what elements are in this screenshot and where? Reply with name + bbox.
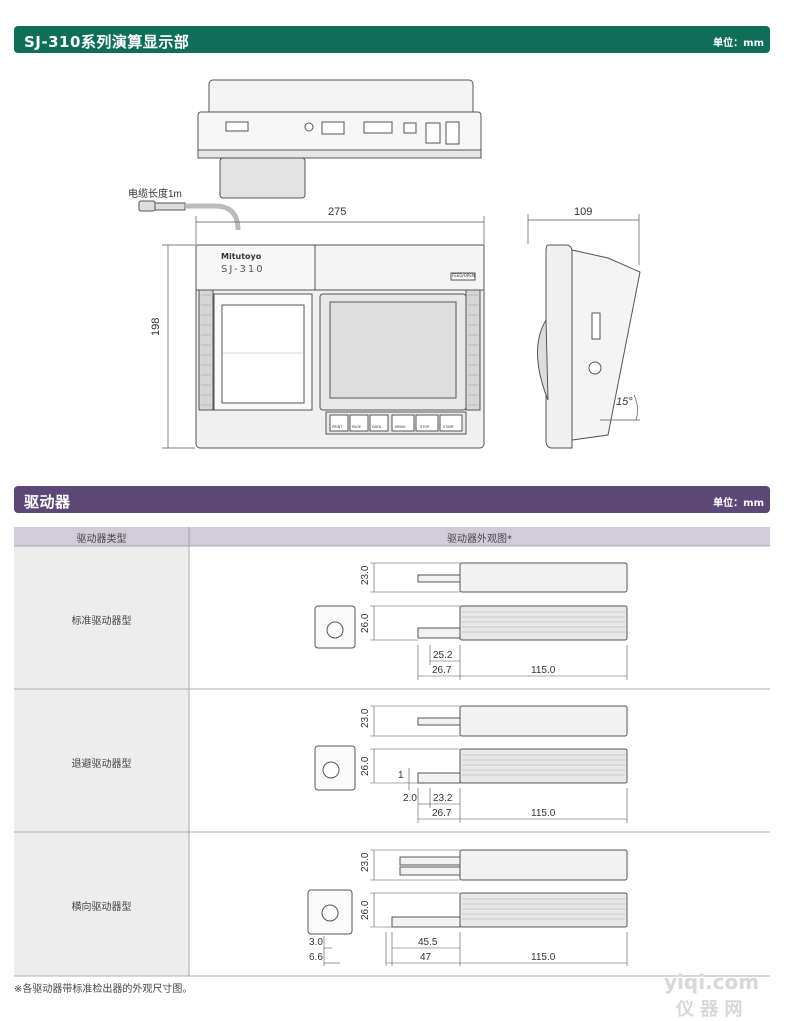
section-header-display-unit: SJ-310系列演算显示部 单位：mm [14, 26, 770, 53]
drive-unit-table [14, 527, 770, 977]
dim-length: 115.0 [531, 952, 556, 963]
dim-b: 26.7 [432, 665, 452, 676]
dim-height-top: 23.0 [360, 565, 371, 585]
dim-b: 47 [420, 952, 432, 963]
dim-f: 6.6 [309, 952, 323, 963]
dim-a: 45.5 [418, 937, 438, 948]
row-type-transverse: 横向驱动器型 [71, 902, 132, 913]
footnote: ※各驱动器带标准检出器的外观尺寸图。 [14, 984, 193, 995]
unit-label: 单位：mm [713, 38, 764, 49]
height-dimension: 198 [150, 317, 162, 336]
transverse-drive-drawing [307, 849, 628, 935]
dim-height-top: 23.0 [360, 708, 371, 728]
section-header-drive-unit: 驱动器 单位：mm [14, 486, 770, 513]
key-page: PAGE [352, 425, 362, 429]
retract-drive-drawing [314, 705, 628, 791]
table-header-type: 驱动器类型 [76, 534, 127, 545]
section-title: SJ-310系列演算显示部 [24, 33, 190, 51]
tilt-angle: 15° [616, 396, 633, 408]
key-print: PRINT [332, 425, 343, 429]
dim-height-bottom: 26.0 [360, 613, 371, 633]
depth-dimension: 109 [574, 206, 593, 218]
dim-retract-d: 2.0 [403, 793, 417, 804]
dim-b: 26.7 [432, 808, 452, 819]
watermark-logo: yiqi.com [664, 970, 760, 994]
dim-length: 115.0 [531, 808, 556, 819]
brand-logo: Mitutoyo [221, 252, 262, 261]
standard-drive-drawing [314, 562, 628, 649]
dim-a: 25.2 [433, 650, 453, 661]
cable-length-label: 电缆长度1m [128, 189, 182, 200]
row-type-retract: 退避驱动器型 [71, 759, 132, 770]
key-menu: MENU [395, 425, 406, 429]
key-data: DATA [372, 425, 382, 429]
unit-label: 单位：mm [713, 498, 764, 509]
dim-length: 115.0 [531, 665, 556, 676]
watermark-text: 仪 器 网 [676, 999, 743, 1020]
dim-retract-c: 1 [398, 770, 404, 781]
dim-a: 23.2 [433, 793, 453, 804]
display-unit-drawing [138, 79, 641, 449]
dim-height-bottom: 26.0 [360, 756, 371, 776]
feed-open-button: FEED/OPEN [452, 273, 475, 278]
dim-e: 3.0 [309, 937, 323, 948]
key-start: START [443, 425, 454, 429]
width-dimension: 275 [328, 206, 347, 218]
model-name: SJ-310 [221, 264, 265, 275]
row-type-standard: 标准驱动器型 [71, 616, 132, 627]
dim-height-top: 23.0 [360, 852, 371, 872]
dim-height-bottom: 26.0 [360, 900, 371, 920]
table-header-drawing: 驱动器外观图* [447, 534, 512, 545]
section-title: 驱动器 [24, 493, 71, 511]
key-stop: STOP [420, 425, 430, 429]
